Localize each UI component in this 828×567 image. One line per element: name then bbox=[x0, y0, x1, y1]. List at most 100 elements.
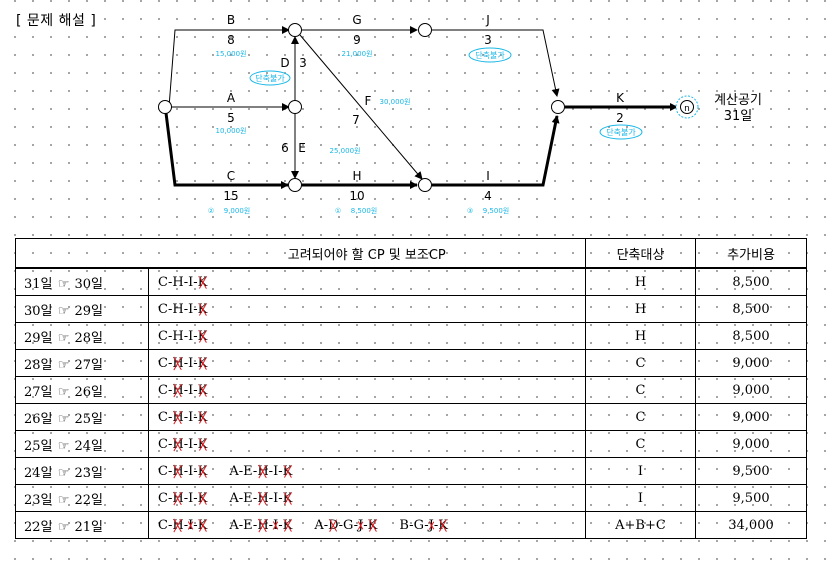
activity-crossed: H bbox=[257, 490, 269, 506]
activity: C bbox=[158, 328, 168, 344]
result-value: 31일 bbox=[724, 109, 753, 124]
step-from: 23일 bbox=[24, 492, 53, 508]
activity: H bbox=[172, 301, 184, 317]
header-paths: 고려되어야 할 CP 및 보조CP bbox=[148, 238, 586, 269]
hand-pointing-right-icon: ☞ bbox=[57, 519, 70, 535]
act-j-id: J bbox=[485, 13, 490, 27]
step-to: 24일 bbox=[74, 438, 104, 454]
activity-crossed: K bbox=[282, 490, 293, 506]
activity: I bbox=[188, 382, 194, 398]
step-to: 22일 bbox=[74, 492, 104, 508]
act-j-note: 단축불가 bbox=[475, 50, 505, 60]
act-c-cost: 9,000원 bbox=[224, 206, 250, 215]
path-group: C-H-I-K bbox=[158, 382, 208, 398]
activity: I bbox=[188, 355, 194, 371]
row-duration-step: 31일☞30일 bbox=[15, 267, 149, 296]
row-target: H bbox=[585, 322, 696, 350]
activity: H bbox=[172, 274, 184, 290]
activity: I bbox=[188, 490, 194, 506]
step-from: 27일 bbox=[24, 384, 53, 400]
activity: A bbox=[314, 517, 324, 533]
row-duration-step: 30일☞29일 bbox=[15, 295, 149, 323]
activity-crossed: K bbox=[197, 274, 208, 290]
act-f-cost: 30,000원 bbox=[380, 97, 411, 106]
step-from: 28일 bbox=[24, 357, 53, 373]
step-to: 27일 bbox=[74, 357, 104, 373]
activity: I bbox=[188, 301, 194, 317]
hand-pointing-right-icon: ☞ bbox=[57, 438, 70, 454]
act-b-duration: 8 bbox=[227, 33, 235, 47]
row-target: C bbox=[585, 376, 696, 404]
node-7 bbox=[418, 178, 432, 192]
row-cost: 9,000 bbox=[695, 376, 807, 404]
step-from: 25일 bbox=[24, 438, 53, 454]
note-ellipse-d bbox=[249, 70, 291, 86]
act-f-duration: 7 bbox=[352, 113, 360, 127]
activity: C bbox=[158, 409, 168, 425]
activity-crossed: K bbox=[197, 463, 208, 479]
node-5 bbox=[551, 100, 565, 114]
path-group: C-H-I-K bbox=[158, 490, 208, 506]
row-cost: 34,000 bbox=[695, 511, 807, 539]
activity: I bbox=[273, 490, 279, 506]
act-i-id: I bbox=[486, 169, 490, 183]
activity: A bbox=[229, 490, 239, 506]
header-cost: 추가비용 bbox=[695, 238, 807, 269]
row-duration-step: 26일☞25일 bbox=[15, 403, 149, 431]
hand-pointing-right-icon: ☞ bbox=[57, 357, 70, 373]
act-c-id: C bbox=[227, 169, 235, 183]
activity: I bbox=[273, 463, 279, 479]
hand-pointing-right-icon: ☞ bbox=[57, 276, 70, 292]
network-diagram: n B 8 15,000원 G 9 21,000원 J 3 단축불가 D 3 단… bbox=[158, 13, 762, 215]
activity-crossed: K bbox=[282, 517, 293, 533]
act-g-id: G bbox=[352, 13, 361, 27]
row-duration-step: 24일☞23일 bbox=[15, 457, 149, 485]
activity-crossed: K bbox=[197, 328, 208, 344]
row-duration-step: 25일☞24일 bbox=[15, 430, 149, 458]
act-e-duration: 6 bbox=[281, 141, 289, 155]
activity: E bbox=[243, 463, 253, 479]
activity-crossed: K bbox=[282, 463, 293, 479]
act-h-duration: 10 bbox=[349, 189, 364, 203]
row-duration-step: 23일☞22일 bbox=[15, 484, 149, 512]
activity: I bbox=[188, 274, 194, 290]
activity-crossed: K bbox=[197, 355, 208, 371]
edge-j bbox=[432, 29, 560, 97]
activity: I bbox=[188, 436, 194, 452]
activity: H bbox=[172, 328, 184, 344]
step-from: 22일 bbox=[24, 519, 53, 535]
activity: E bbox=[243, 490, 253, 506]
path-group: A-E-H-I-K bbox=[229, 463, 293, 479]
activity-crossed: H bbox=[172, 382, 184, 398]
node-4 bbox=[288, 100, 302, 114]
header-step bbox=[15, 238, 149, 269]
hand-pointing-right-icon: ☞ bbox=[57, 465, 70, 481]
row-cost: 8,500 bbox=[695, 322, 807, 350]
act-k-note: 단축불가 bbox=[606, 127, 636, 137]
activity: C bbox=[158, 355, 168, 371]
row-target: A+B+C bbox=[585, 511, 696, 539]
act-b-cost: 15,000원 bbox=[216, 49, 247, 58]
path-group: C-H-I-K bbox=[158, 409, 208, 425]
act-h-cost: 8,500원 bbox=[351, 206, 377, 215]
result-label: 계산공기 bbox=[714, 93, 762, 108]
step-from: 29일 bbox=[24, 330, 53, 346]
node-6 bbox=[288, 178, 302, 192]
activity-crossed: K bbox=[197, 382, 208, 398]
activity: C bbox=[158, 274, 168, 290]
row-paths: C-H-I-K bbox=[148, 349, 586, 377]
step-to: 26일 bbox=[74, 384, 104, 400]
hand-pointing-right-icon: ☞ bbox=[57, 411, 70, 427]
row-target: C bbox=[585, 430, 696, 458]
act-j-duration: 3 bbox=[484, 33, 492, 47]
activity-crossed: H bbox=[172, 436, 184, 452]
activity-crossed: K bbox=[197, 517, 208, 533]
activity: G bbox=[413, 517, 425, 533]
edge-i bbox=[432, 115, 560, 187]
activity-crossed: K bbox=[438, 517, 448, 533]
